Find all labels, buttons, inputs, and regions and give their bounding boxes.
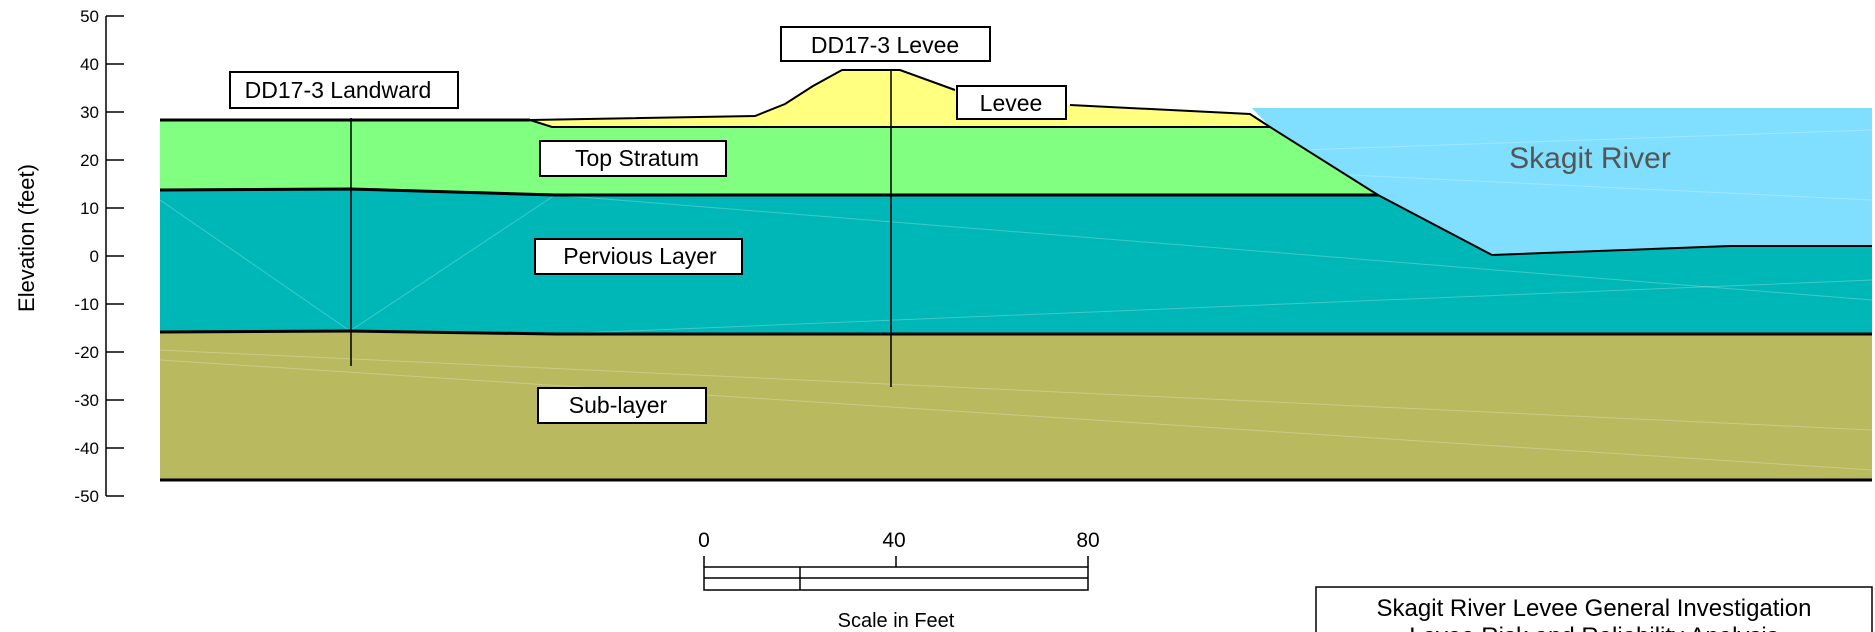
y-tick-label: -10 (74, 295, 99, 314)
top-stratum-region (160, 120, 1378, 195)
y-tick-label: 30 (80, 103, 99, 122)
svg-text:DD17-3 Landward: DD17-3 Landward (245, 77, 432, 103)
y-tick-label: 20 (80, 151, 99, 170)
y-tick-label: -40 (74, 439, 99, 458)
pervious-layer-region (160, 189, 1872, 334)
y-tick-label: 40 (80, 55, 99, 74)
svg-text:DD17-3 Levee: DD17-3 Levee (811, 32, 959, 58)
y-axis-title: Elevation (feet) (14, 164, 39, 312)
sublayer-region (160, 331, 1872, 480)
title-block: Skagit River Levee General Investigation… (1315, 586, 1873, 632)
y-tick-label: -50 (74, 487, 99, 506)
svg-text:Pervious Layer: Pervious Layer (563, 243, 717, 269)
svg-text:Sub-layer: Sub-layer (569, 392, 668, 418)
label-levee: Levee (956, 85, 1067, 120)
label-landward: DD17-3 Landward (229, 71, 459, 109)
mesh-lines (159, 129, 1873, 471)
scale-tick-label: 0 (698, 529, 710, 552)
y-tick-label: -30 (74, 391, 99, 410)
title-line-2: Levee Risk and Reliability Analysis (1409, 623, 1779, 632)
label-pervious-layer: Pervious Layer (534, 238, 743, 275)
layer-boundaries (159, 69, 1872, 482)
y-tick-label: -20 (74, 343, 99, 362)
y-axis: 50 40 30 20 10 0 -10 -20 -30 -40 -50 Ele… (14, 7, 124, 506)
label-top-stratum: Top Stratum (539, 140, 727, 177)
scale-caption: Scale in Feet (838, 610, 955, 632)
label-levee-boring: DD17-3 Levee (780, 26, 991, 62)
scale-tick-label: 80 (1076, 529, 1099, 552)
y-tick-label: 50 (80, 7, 99, 26)
river-label: Skagit River (1509, 142, 1671, 175)
river-water-region (1252, 108, 1872, 255)
scale-tick-label: 40 (882, 529, 905, 552)
y-tick-label: 10 (80, 199, 99, 218)
scale-bar: 0 40 80 Scale in Feet (698, 529, 1100, 632)
title-line-1: Skagit River Levee General Investigation (1377, 595, 1812, 622)
y-tick-label: 0 (90, 247, 99, 266)
svg-text:Levee: Levee (980, 90, 1043, 116)
svg-text:Top Stratum: Top Stratum (575, 145, 699, 171)
label-sublayer: Sub-layer (537, 387, 707, 424)
levee-body-region (530, 70, 1270, 127)
